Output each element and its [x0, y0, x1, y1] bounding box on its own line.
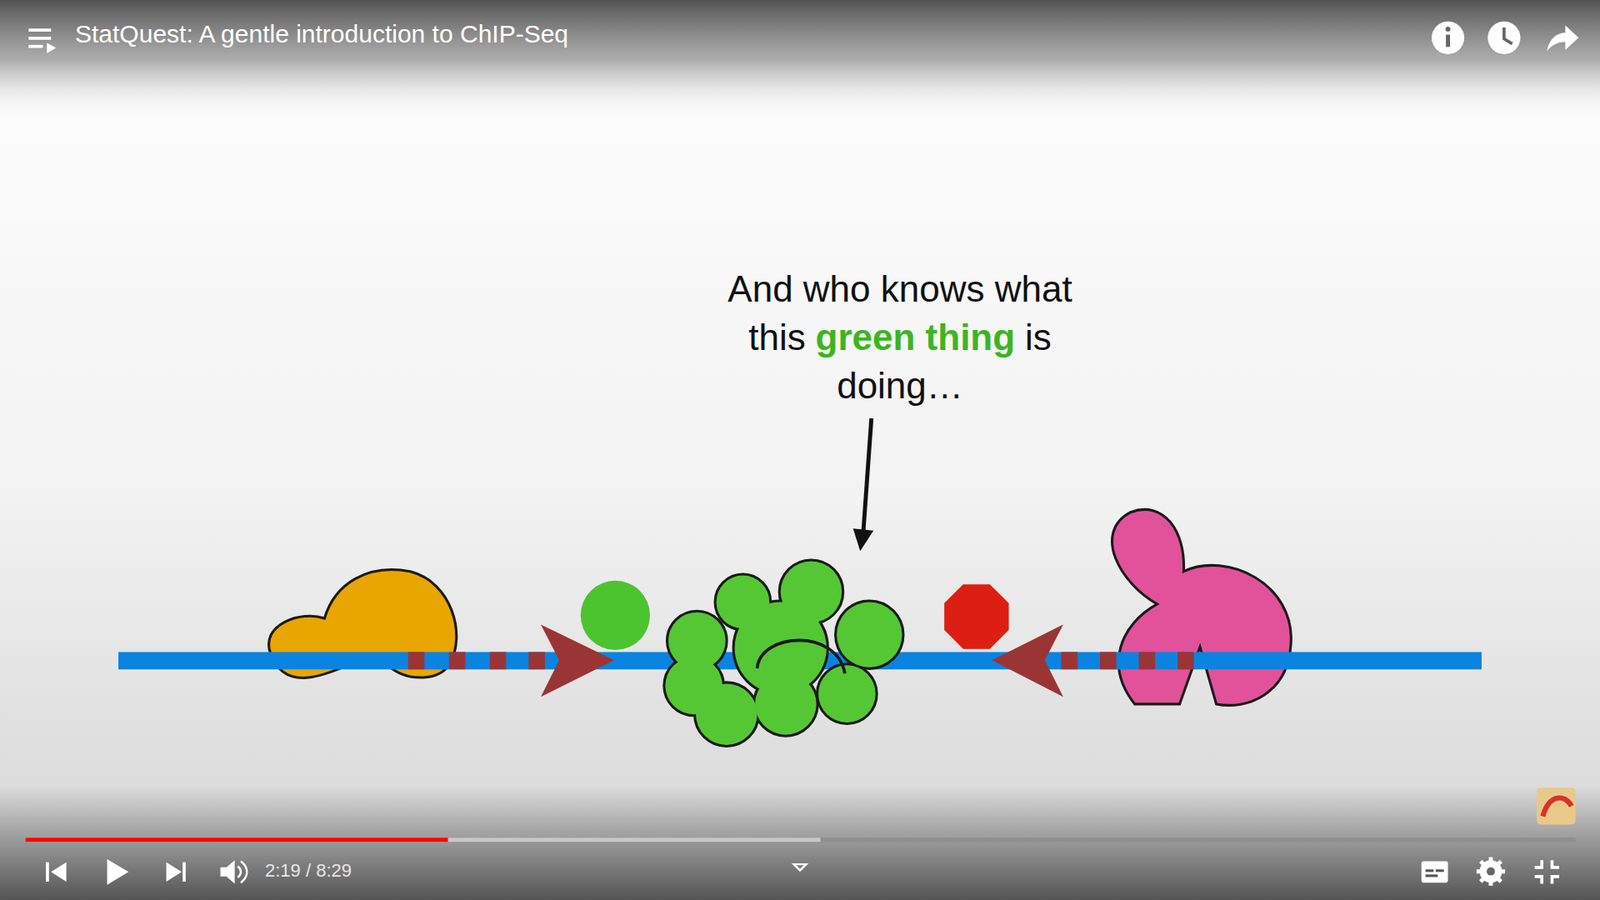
- share-icon: [1546, 25, 1579, 52]
- pink-protein: [1112, 509, 1292, 705]
- dna-strand: [118, 509, 1482, 745]
- binding-site-right: [991, 624, 1194, 697]
- callout-highlight: green thing: [815, 316, 1016, 358]
- green-cloud: [665, 560, 902, 745]
- info-icon: [1431, 21, 1465, 55]
- progress-track: [25, 837, 1576, 842]
- progress-played: [25, 837, 449, 842]
- player-controls: [45, 857, 1560, 886]
- playlist-icon: [28, 28, 56, 53]
- red-octagon: [944, 584, 1009, 650]
- top-bar: [0, 0, 1600, 123]
- callout-arrow: [853, 418, 874, 551]
- chevron: [794, 864, 807, 870]
- clock-icon: [1487, 21, 1520, 55]
- time-display: 2:19 / 8:29: [265, 860, 352, 882]
- progress-buffer: [25, 837, 821, 842]
- bottom-bar: [0, 785, 1600, 900]
- channel-logo: [1536, 787, 1576, 825]
- video-title: StatQuest: A gentle introduction to ChIP…: [75, 20, 569, 49]
- binding-site-left: [408, 624, 615, 697]
- callout-text: And who knows what thisgreen thingis doi…: [683, 265, 1117, 410]
- green-circle: [580, 580, 650, 650]
